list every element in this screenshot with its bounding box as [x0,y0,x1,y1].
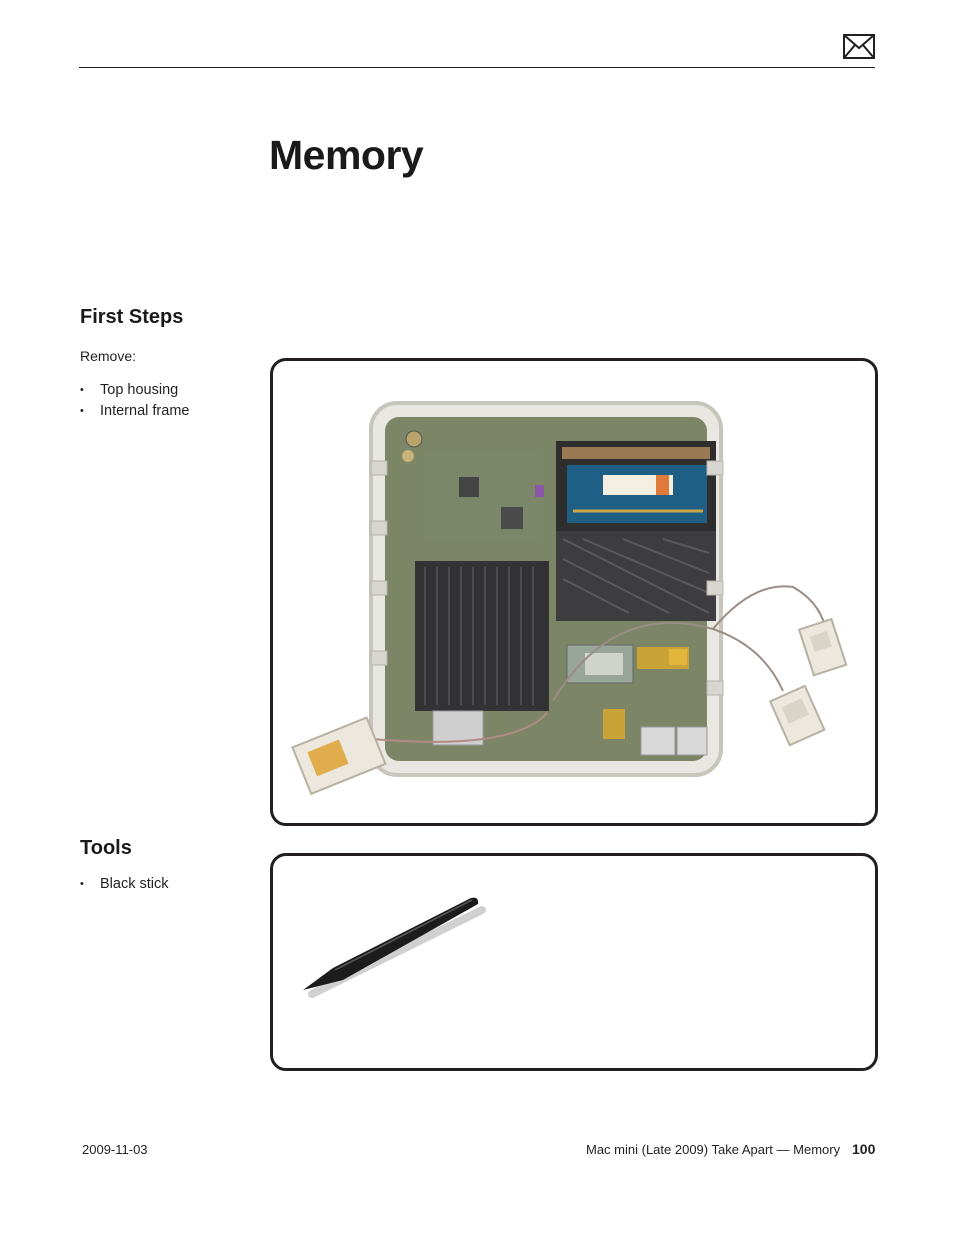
black-stick-illustration [303,897,486,998]
header-rule [79,67,875,68]
list-item: Black stick [80,874,169,895]
first-steps-heading: First Steps [80,306,184,328]
first-steps-list: Top housing Internal frame [80,380,189,422]
remove-label: Remove: [80,348,137,364]
page-title: Memory [269,132,424,178]
footer-date: 2009-11-03 [82,1142,148,1157]
tools-list: Black stick [80,874,169,895]
figure-black-stick [270,853,878,1071]
footer-doc-title: Mac mini (Late 2009) Take Apart — Memory [586,1142,841,1157]
list-item: Internal frame [80,401,189,422]
page-number: 100 [852,1141,876,1157]
list-item: Top housing [80,380,189,401]
figure-mac-mini-internals [270,358,878,826]
tools-heading: Tools [80,837,132,859]
mac-mini-board-illustration [291,401,848,796]
envelope-icon[interactable] [843,34,875,59]
